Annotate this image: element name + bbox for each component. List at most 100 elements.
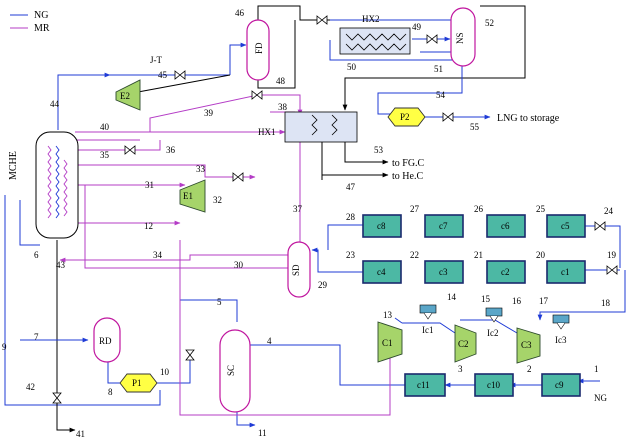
compressor-c1: C1 bbox=[377, 321, 403, 363]
c5-label: c5 bbox=[561, 221, 570, 231]
heat-exchanger-hx1: HX1 bbox=[258, 111, 358, 143]
pump-p1: P1 bbox=[119, 373, 158, 393]
stream-43: 43 bbox=[56, 260, 66, 270]
lng-storage-label: LNG to storage bbox=[497, 113, 560, 124]
stream-13: 13 bbox=[383, 310, 393, 320]
c2-label: C2 bbox=[458, 339, 469, 349]
stream-23: 23 bbox=[346, 250, 356, 260]
intercooler-ic3: Ic3 bbox=[552, 314, 570, 345]
c7-label: c7 bbox=[439, 221, 448, 231]
fgc-label: to FG.C bbox=[392, 158, 425, 169]
jt-label: J-T bbox=[150, 55, 162, 65]
cooler-c2: c2 bbox=[486, 260, 526, 284]
stream-1: 1 bbox=[594, 364, 599, 374]
intercooler-ic1: Ic1 bbox=[419, 304, 437, 335]
c3-label: C3 bbox=[521, 340, 532, 350]
stream-32: 32 bbox=[213, 195, 222, 205]
e2-label: E2 bbox=[120, 91, 130, 101]
ic2-label: Ic2 bbox=[487, 328, 499, 338]
hec-label: to He.C bbox=[392, 171, 423, 182]
c11-label: c11 bbox=[417, 380, 430, 390]
p2-label: P2 bbox=[400, 112, 410, 122]
stream-2: 2 bbox=[527, 364, 532, 374]
stream-3: 3 bbox=[458, 364, 463, 374]
cooler-c4: c4 bbox=[362, 260, 402, 284]
stream-24: 24 bbox=[604, 206, 614, 216]
stream-46: 46 bbox=[235, 8, 245, 18]
stream-19: 19 bbox=[607, 250, 617, 260]
stream-11: 11 bbox=[258, 428, 267, 438]
stream-39: 39 bbox=[204, 108, 214, 118]
mche: MCHE bbox=[8, 131, 79, 239]
c3-label: c3 bbox=[439, 267, 448, 277]
stream-37: 37 bbox=[293, 204, 303, 214]
fd-label: FD bbox=[254, 42, 264, 54]
scrubber-sc: SC bbox=[219, 329, 251, 413]
legend: NG MR bbox=[10, 10, 50, 34]
stream-17: 17 bbox=[539, 296, 549, 306]
stream-55: 55 bbox=[470, 122, 480, 132]
stream-48: 48 bbox=[276, 76, 286, 86]
legend-mr-label: MR bbox=[34, 23, 50, 34]
stream-5: 5 bbox=[217, 297, 222, 307]
c6-label: c6 bbox=[501, 221, 510, 231]
ic3-label: Ic3 bbox=[555, 335, 567, 345]
stream-47: 47 bbox=[346, 182, 356, 192]
c4-label: c4 bbox=[377, 267, 386, 277]
hx1-label: HX1 bbox=[258, 127, 276, 137]
stream-21: 21 bbox=[474, 250, 483, 260]
c1-label: C1 bbox=[382, 338, 393, 348]
stream-10: 10 bbox=[160, 367, 170, 377]
ng-inlet-label: NG bbox=[594, 393, 607, 403]
stream-49: 49 bbox=[412, 22, 422, 32]
c8-label: c8 bbox=[377, 221, 386, 231]
stream-29: 29 bbox=[318, 280, 328, 290]
stream-16: 16 bbox=[512, 296, 522, 306]
stream-31: 31 bbox=[145, 180, 154, 190]
expander-e2: E2 bbox=[115, 79, 141, 111]
cooler-c7: c7 bbox=[424, 214, 464, 238]
stream-4: 4 bbox=[267, 336, 272, 346]
compressor-c2: C2 bbox=[454, 324, 477, 363]
stream-numbers: 1 2 3 4 5 6 7 8 9 10 11 12 13 14 15 16 1… bbox=[2, 8, 617, 439]
c1-label: c1 bbox=[561, 267, 570, 277]
hx2-label: HX2 bbox=[362, 14, 380, 24]
stream-54: 54 bbox=[436, 90, 446, 100]
separator-ns: NS bbox=[450, 7, 476, 67]
receiver-rd: RD bbox=[93, 317, 121, 363]
sd-label: SD bbox=[291, 264, 301, 276]
stream-27: 27 bbox=[410, 204, 420, 214]
stream-30: 30 bbox=[234, 260, 244, 270]
cooler-c9: c9 bbox=[541, 373, 581, 397]
cooler-c10: c10 bbox=[474, 373, 514, 397]
cooler-c1: c1 bbox=[546, 260, 586, 284]
stream-12: 12 bbox=[144, 221, 153, 231]
stream-26: 26 bbox=[474, 204, 484, 214]
stream-36: 36 bbox=[166, 145, 176, 155]
stream-28: 28 bbox=[346, 212, 356, 222]
c10-label: c10 bbox=[487, 380, 500, 390]
pump-p2: P2 bbox=[387, 107, 426, 127]
stream-18: 18 bbox=[601, 298, 611, 308]
stream-9: 9 bbox=[2, 342, 7, 352]
cooler-c11: c11 bbox=[404, 373, 446, 397]
legend-ng-label: NG bbox=[34, 10, 48, 21]
stream-42: 42 bbox=[26, 382, 35, 392]
e1-label: E1 bbox=[183, 191, 193, 201]
stream-34: 34 bbox=[153, 250, 163, 260]
stream-51: 51 bbox=[434, 64, 443, 74]
stream-14: 14 bbox=[447, 292, 457, 302]
stream-40: 40 bbox=[100, 122, 110, 132]
separator-sd: SD bbox=[287, 241, 311, 298]
stream-52: 52 bbox=[485, 18, 494, 28]
cooler-c3: c3 bbox=[424, 260, 464, 284]
mche-label: MCHE bbox=[8, 151, 19, 180]
cooler-c8: c8 bbox=[362, 214, 402, 238]
cooler-c5: c5 bbox=[546, 214, 586, 238]
stream-35: 35 bbox=[100, 150, 110, 160]
sc-label: SC bbox=[226, 365, 236, 376]
flash-drum-fd: FD bbox=[246, 19, 270, 81]
ns-label: NS bbox=[455, 32, 465, 44]
stream-44: 44 bbox=[50, 99, 60, 109]
